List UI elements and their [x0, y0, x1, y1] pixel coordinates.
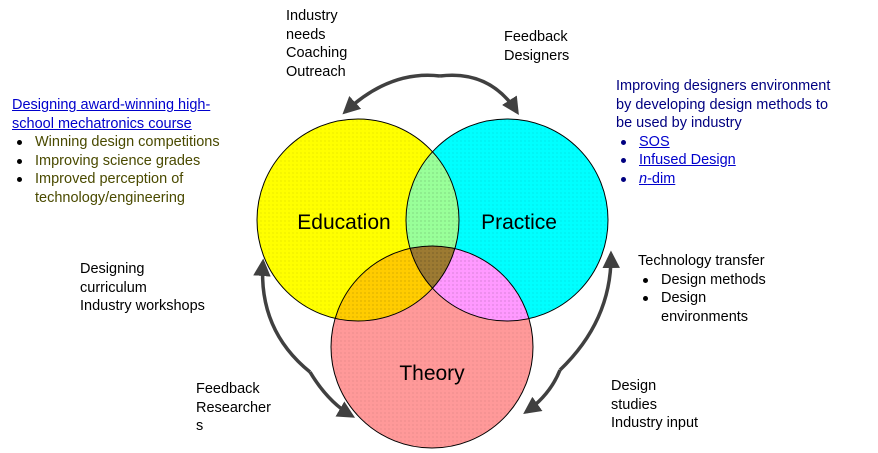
note-line: Industry	[286, 8, 338, 24]
technology-transfer-list: Design methods Design	[638, 271, 766, 308]
n-dim-link[interactable]: n-dim	[639, 170, 676, 187]
note-line: Coaching	[286, 45, 348, 61]
note-line: needs	[286, 26, 326, 43]
arrow-right-bottom	[523, 369, 562, 415]
list-item-continuation: environments	[661, 308, 749, 325]
mechatronics-course-link[interactable]: Designing award-winning high-	[12, 97, 211, 113]
list-item: Infused Design	[616, 151, 830, 170]
note-line: Industry workshops	[80, 298, 205, 314]
note-line: Feedback	[504, 29, 568, 45]
feedback-researchers-note: Feedback Researcher s	[196, 380, 271, 436]
arrow-left-top	[253, 258, 312, 374]
education-outcomes-list: Winning design competitions Improving sc…	[12, 133, 220, 189]
sos-link[interactable]: SOS	[639, 133, 670, 150]
block-line: by developing design methods to	[616, 96, 829, 113]
note-line: Industry input	[611, 415, 699, 431]
technology-transfer-note: Technology transfer Design methods Desig…	[638, 252, 766, 326]
note-line: Design	[611, 378, 657, 394]
note-line: Designing	[80, 261, 145, 277]
note-line: curriculum	[80, 279, 147, 296]
block-line: be used by industry	[616, 115, 742, 131]
block-line: Improving designers environment	[616, 78, 831, 94]
list-item: n-dim	[616, 170, 830, 189]
list-item-continuation: technology/engineering	[35, 189, 185, 206]
list-item: Improving science grades	[12, 152, 220, 171]
arrow-left-bottom	[308, 371, 356, 418]
note-line: Researcher	[196, 399, 271, 416]
list-item: Design methods	[638, 271, 766, 290]
infused-design-link[interactable]: Infused Design	[639, 152, 736, 168]
mechatronics-course-link-cont[interactable]: school mechatronics course	[12, 115, 192, 132]
list-item: SOS	[616, 133, 830, 152]
list-item: Winning design competitions	[12, 133, 220, 152]
education-outcomes-block: Designing award-winning high- school mec…	[12, 96, 220, 207]
note-line: s	[196, 418, 204, 434]
design-methods-list: SOS Infused Design n-dim	[616, 133, 830, 189]
theory-label: Theory	[399, 362, 465, 385]
design-studies-note: Design studies Industry input	[611, 377, 698, 433]
arrow-right-top	[558, 250, 620, 372]
note-title: Technology transfer	[638, 253, 765, 269]
note-line: Designers	[504, 47, 570, 64]
industry-needs-note: Industry needs Coaching Outreach	[286, 7, 347, 81]
feedback-designers-note: Feedback Designers	[504, 28, 569, 65]
practice-label: Practice	[481, 211, 557, 234]
note-line: Feedback	[196, 381, 260, 397]
note-line: studies	[611, 396, 657, 413]
design-methods-block: Improving designers environment by devel…	[616, 77, 830, 188]
arrow-top-right	[439, 73, 519, 115]
curriculum-note: Designing curriculum Industry workshops	[80, 260, 205, 316]
education-label: Education	[297, 211, 390, 234]
list-item: Improved perception of	[12, 170, 220, 189]
note-line: Outreach	[286, 63, 346, 80]
arrow-top	[342, 73, 441, 115]
list-item: Design	[638, 289, 766, 308]
